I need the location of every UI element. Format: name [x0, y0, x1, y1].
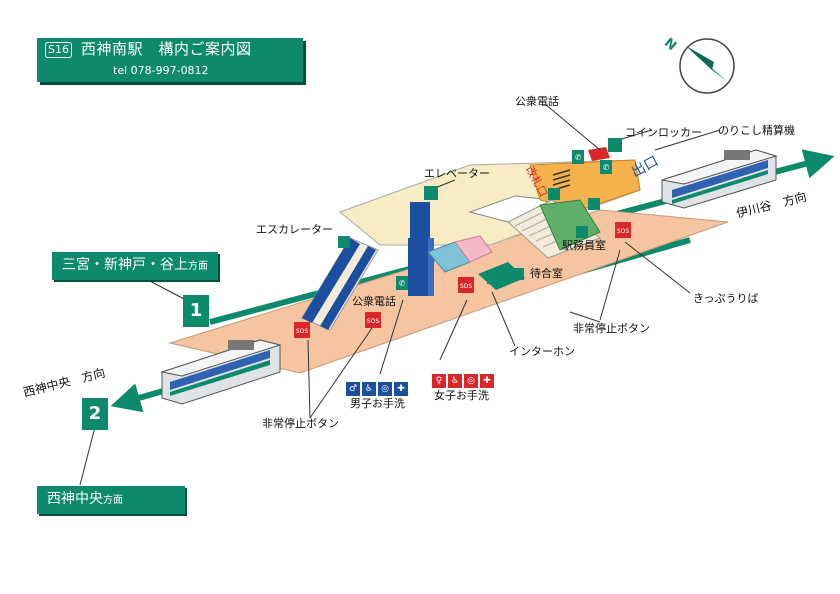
- label-coin-locker: コインロッカー: [625, 126, 702, 139]
- office-icon: [576, 226, 588, 238]
- label-emergency-right: 非常停止ボタン: [573, 322, 650, 335]
- label-mens-restroom: 男子お手洗: [350, 397, 405, 410]
- sos-marker-2: SOS: [365, 312, 381, 328]
- train-right: [661, 149, 778, 209]
- svg-text:SOS: SOS: [460, 283, 473, 290]
- label-public-phone-mid: 公衆電話: [352, 295, 396, 308]
- interphone-icon: [487, 270, 499, 284]
- label-station-office: 駅務員室: [562, 239, 606, 252]
- label-waiting-room: 待合室: [530, 267, 563, 280]
- direction-lower-suffix: 方面: [103, 495, 123, 506]
- label-ticket-box: きっぷうりば: [693, 292, 759, 305]
- womens-restroom-icons: ♀♿◎✚: [432, 368, 496, 388]
- station-tel: tel 078-997-0812: [113, 64, 209, 77]
- label-interphone: インターホン: [509, 345, 575, 358]
- direction-box-upper: 三宮・新神戸・谷上方面: [52, 252, 218, 280]
- sos-marker-4: SOS: [615, 222, 631, 238]
- wheelchair-icon: ♿: [448, 374, 462, 388]
- direction-upper-main: 三宮・新神戸・谷上: [62, 257, 188, 273]
- mens-restroom-icons: ♂♿◎✚: [346, 376, 410, 396]
- track-number-2: 2: [82, 398, 108, 430]
- phone-icon: [572, 150, 584, 164]
- label-elevator: エレベーター: [424, 167, 490, 180]
- sos-marker-3: SOS: [458, 277, 474, 293]
- baby-icon: ◎: [464, 374, 478, 388]
- female-icon: ♀: [432, 374, 446, 388]
- male-icon: ♂: [346, 382, 360, 396]
- label-escalator: エスカレーター: [256, 223, 333, 236]
- svg-text:SOS: SOS: [367, 318, 380, 325]
- ostomate-icon: ✚: [394, 382, 408, 396]
- baby-icon: ◎: [378, 382, 392, 396]
- track-number-1: 1: [183, 295, 209, 327]
- svg-text:✆: ✆: [399, 279, 406, 288]
- ticket-machine-icon: [548, 188, 560, 200]
- direction-lower-main: 西神中央: [47, 491, 103, 507]
- label-emergency-left: 非常停止ボタン: [262, 417, 339, 430]
- escalator-icon: [338, 236, 350, 248]
- elevator-icon: [424, 186, 438, 200]
- compass-icon: N: [661, 35, 735, 94]
- label-womens-restroom: 女子お手洗: [434, 389, 489, 402]
- station-name: 西神南駅 構内ご案内図: [81, 40, 252, 58]
- direction-upper-suffix: 方面: [188, 261, 208, 272]
- wheelchair-icon: ♿: [362, 382, 376, 396]
- train-left: [160, 339, 282, 405]
- sos-marker-1: SOS: [294, 322, 310, 338]
- phone-icon: [600, 160, 612, 174]
- label-fare-adjust: のりこし精算機: [718, 124, 795, 137]
- station-header: S16 西神南駅 構内ご案内図 tel 078-997-0812: [37, 38, 303, 82]
- label-public-phone-top: 公衆電話: [515, 95, 559, 108]
- waiting-room-icon: [510, 268, 524, 280]
- locker-icon: [608, 138, 622, 152]
- svg-text:✆: ✆: [603, 163, 610, 172]
- svg-text:SOS: SOS: [296, 328, 309, 335]
- phone-icon: [396, 276, 408, 290]
- svg-text:SOS: SOS: [617, 228, 630, 235]
- fare-adjust-icon: [588, 198, 600, 210]
- svg-text:✆: ✆: [575, 153, 582, 162]
- direction-box-lower: 西神中央方面: [37, 486, 185, 514]
- svg-text:N: N: [661, 35, 679, 53]
- ostomate-icon: ✚: [480, 374, 494, 388]
- station-code: S16: [45, 42, 72, 58]
